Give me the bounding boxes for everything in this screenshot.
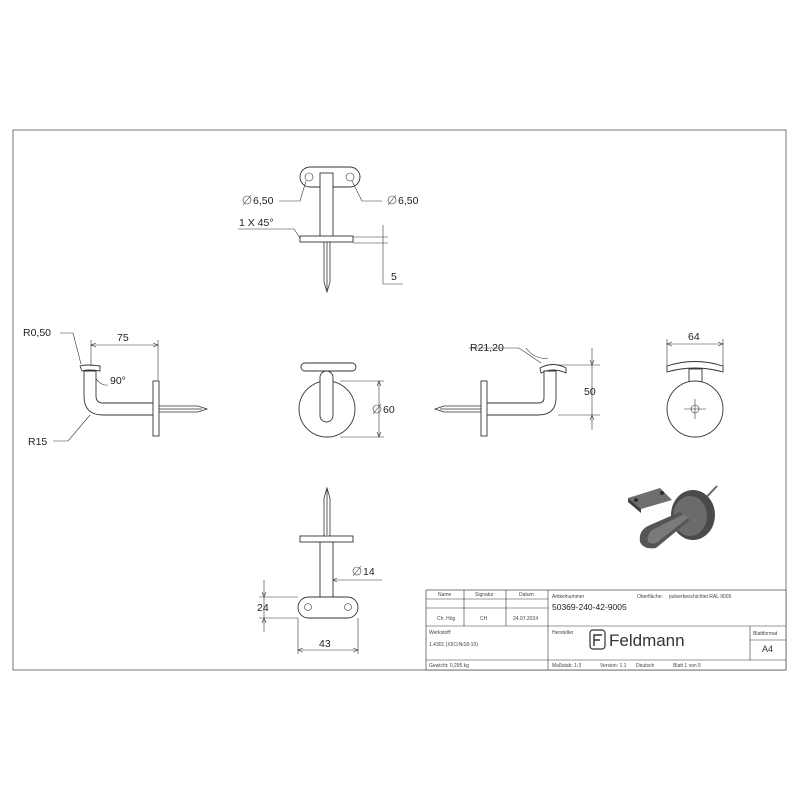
tb-brand: Feldmann — [609, 631, 685, 650]
dim-bend-radius: R15 — [28, 436, 47, 448]
dim-plate-width: 24 — [257, 602, 269, 614]
dim-width-64: 64 — [688, 331, 700, 343]
tb-header-signatur: Signatur — [475, 592, 494, 598]
dim-hole-left: 6,50 — [253, 195, 274, 207]
dim-disc-dia: 60 — [383, 404, 395, 416]
front-view: 60 — [298, 362, 395, 438]
dim-chamfer: 1 X 45° — [239, 217, 274, 229]
tb-format-label: Blattformat — [753, 631, 778, 637]
tb-language: Deutsch — [636, 663, 655, 669]
tb-date: 24.07.2024 — [513, 616, 538, 622]
tb-drawn-by: Ch. Hög — [437, 616, 456, 622]
tb-format-value: A4 — [762, 644, 773, 654]
tb-scale: Maßstab: 1:3 — [552, 663, 581, 669]
tb-surface-label: Oberfläche: — [637, 594, 663, 600]
tb-signature: CH — [480, 616, 488, 622]
tb-header-name: Name — [438, 592, 452, 598]
dim-height-50: 50 — [584, 386, 596, 398]
title-block: Name Signatur Datum Ch. Hög CH 24.07.202… — [425, 589, 787, 671]
dim-hole-right: 6,50 — [398, 195, 419, 207]
tb-surface-value: pulverbeschichtet RAL 9005 — [669, 594, 732, 600]
tb-article-label: Artikelnummer — [552, 594, 585, 600]
right-side-view: R21,20 50 — [433, 342, 600, 437]
tb-manufacturer-label: Hersteller — [552, 630, 574, 636]
dim-plate-thickness: 5 — [391, 271, 397, 283]
tb-header-datum: Datum — [519, 592, 534, 598]
feldmann-logo-icon — [589, 629, 606, 650]
tb-weight: Gewicht: 0,295 kg — [429, 663, 469, 669]
dim-plate-length: 43 — [319, 638, 331, 650]
tb-version: Version: 1.1 — [600, 663, 627, 669]
dim-length-75: 75 — [117, 332, 129, 344]
tb-article-number: 50369-240-42-9005 — [552, 602, 627, 612]
tb-material-label: Werkstoff: — [429, 630, 451, 636]
bottom-view: 14 24 43 — [257, 486, 382, 654]
left-side-view: R0,50 75 90° R15 — [23, 327, 209, 448]
drawing-frame — [12, 129, 787, 671]
dim-radius-saddle: R21,20 — [470, 342, 504, 354]
dim-angle: 90° — [110, 375, 126, 387]
isometric-render — [628, 485, 718, 549]
top-view: 6,50 6,50 1 X 45° 5 — [238, 166, 419, 294]
tb-sheet: Blatt 1 von 5 — [673, 663, 701, 669]
rear-view: 64 — [666, 331, 724, 438]
tb-material-value: 1.4301 (X5CrNi18-10) — [429, 642, 478, 648]
dim-fillet-small: R0,50 — [23, 327, 51, 339]
dim-rod-dia: 14 — [363, 566, 375, 578]
